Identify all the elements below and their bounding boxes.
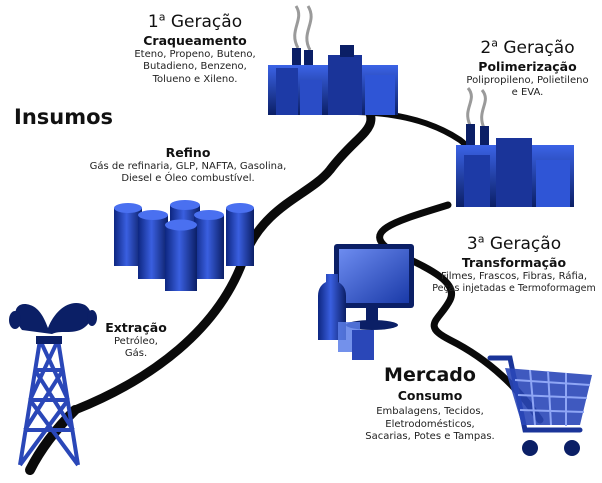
stage-third-generation: 3a Geração Transformação Filmes, Frascos… [425,232,602,295]
extraction-heading: Extração [105,320,167,335]
stage-market: Mercado Consumo Embalagens, Tecidos, Ele… [355,364,505,444]
first-generation-process: Craqueamento [143,33,247,49]
extraction-desc-line: Petróleo, [114,335,158,347]
stage-refining: Refino Gás de refinaria, GLP, NAFTA, Gas… [78,145,298,186]
second-generation-desc-line: e EVA. [511,87,544,99]
extraction-desc-line: Gás. [124,348,148,360]
storage-tanks-icon [114,200,254,291]
refining-desc-line: Diesel e Óleo combustível. [121,173,255,185]
refining-heading: Refino [165,145,211,160]
oil-rig-icon [9,302,97,467]
third-generation-process: Transformação [461,255,567,271]
first-generation-desc-line: Tolueno e Xileno. [152,73,238,85]
first-generation-desc-line: Eteno, Propeno, Buteno, [134,48,256,60]
third-generation-desc-line: Peças injetadas e Termoformagem [432,283,596,295]
stage-first-generation: 1a Geração Craqueamento Eteno, Propeno, … [125,10,265,86]
stage-second-generation: 2a Geração Polimerização Polipropileno, … [460,36,595,100]
computer-and-containers-icon [318,244,414,360]
stage-extraction: Extração Petróleo, Gás. [96,320,176,361]
third-generation-desc-line: Filmes, Frascos, Fibras, Ráfia, [440,270,588,282]
second-generation-heading: 2a Geração [480,36,575,58]
refining-desc-line: Gás de refinaria, GLP, NAFTA, Gasolina, [89,160,287,172]
factory-2-icon [456,87,574,207]
first-generation-heading: 1a Geração [147,10,243,32]
market-desc-line: Eletrodomésticos, [385,418,475,430]
shopping-cart-icon [487,355,592,456]
third-generation-heading: 3a Geração [466,232,562,254]
market-process: Consumo [397,387,463,403]
factory-1-icon [268,5,398,115]
second-generation-process: Polimerização [478,59,577,75]
second-generation-desc-line: Polipropileno, Polietileno [466,74,589,86]
market-heading: Mercado [384,364,476,386]
market-desc-line: Embalagens, Tecidos, [376,406,484,418]
market-desc-line: Sacarias, Potes e Tampas. [365,431,495,443]
first-generation-desc-line: Butadieno, Benzeno, [143,61,247,73]
page-title: Insumos [14,105,114,129]
